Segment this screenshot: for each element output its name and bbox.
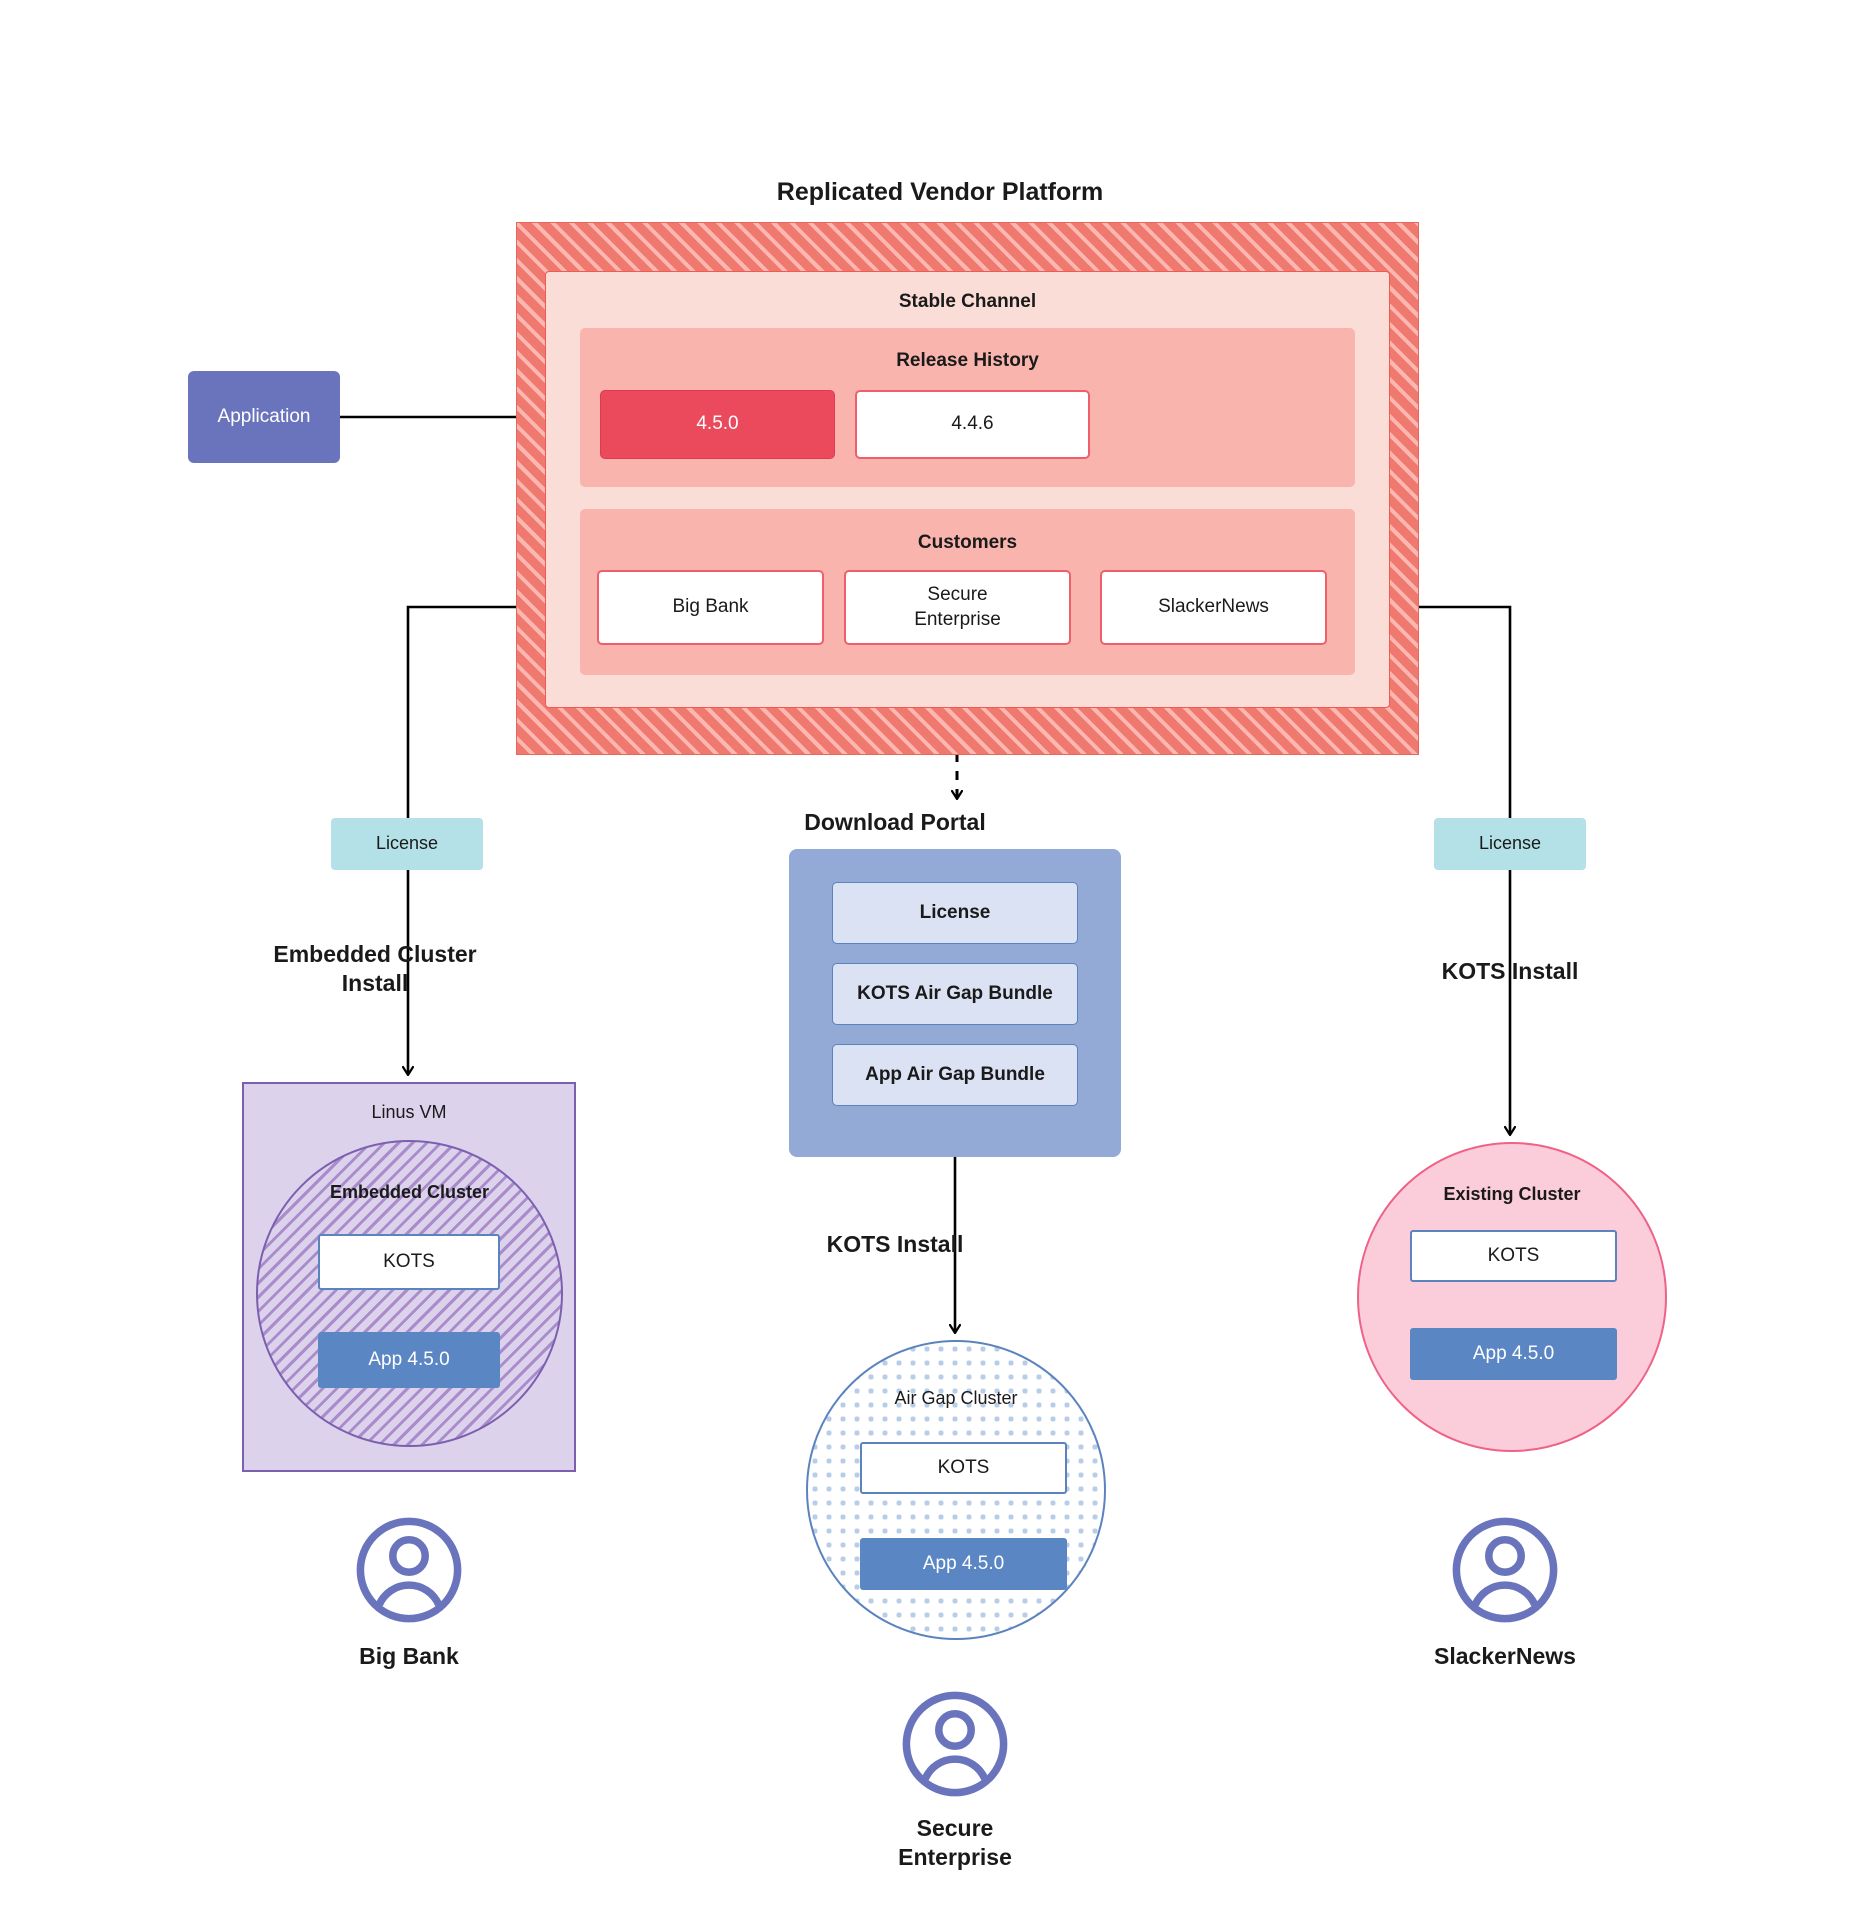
embedded-cluster-label: Embedded Cluster [329,1182,490,1203]
portal-item-kots-air-gap-bundle[interactable]: KOTS Air Gap Bundle [832,963,1078,1025]
stable-channel-label: Stable Channel [898,290,1037,312]
download-portal-title: Download Portal [804,809,986,836]
embedded-cluster-container [256,1140,563,1447]
application-node[interactable]: Application [188,371,340,463]
air-gap-cluster-label: Air Gap Cluster [894,1388,1018,1409]
customer-name-big-bank: Big Bank [359,1643,459,1670]
customer-card-slackernews[interactable]: SlackerNews [1100,570,1327,645]
kots-install-label-center: KOTS Install [826,1231,964,1258]
kots-install-label-right: KOTS Install [1441,958,1579,985]
user-avatar-icon [355,1516,463,1624]
existing-cluster-container [1357,1142,1667,1452]
kots-chip-existing[interactable]: KOTS [1410,1230,1617,1282]
release-card-current[interactable]: 4.5.0 [600,390,835,459]
existing-cluster-label: Existing Cluster [1443,1184,1581,1205]
platform-title: Replicated Vendor Platform [776,178,1104,206]
user-avatar-icon [1451,1516,1559,1624]
customer-name-slackernews: SlackerNews [1434,1643,1576,1670]
release-card-previous[interactable]: 4.4.6 [855,390,1090,459]
customer-card-big-bank[interactable]: Big Bank [597,570,824,645]
license-chip-right[interactable]: License [1434,818,1586,870]
user-avatar-icon [901,1690,1009,1798]
customers-label: Customers [917,531,1018,553]
app-chip-airgap[interactable]: App 4.5.0 [860,1538,1067,1590]
portal-item-app-air-gap-bundle[interactable]: App Air Gap Bundle [832,1044,1078,1106]
kots-chip-embedded[interactable]: KOTS [318,1234,500,1290]
license-chip-left[interactable]: License [331,818,483,870]
app-chip-embedded[interactable]: App 4.5.0 [318,1332,500,1388]
app-chip-existing[interactable]: App 4.5.0 [1410,1328,1617,1380]
kots-chip-airgap[interactable]: KOTS [860,1442,1067,1494]
portal-item-license[interactable]: License [832,882,1078,944]
release-history-label: Release History [896,349,1039,371]
linux-vm-label: Linus VM [371,1102,447,1123]
